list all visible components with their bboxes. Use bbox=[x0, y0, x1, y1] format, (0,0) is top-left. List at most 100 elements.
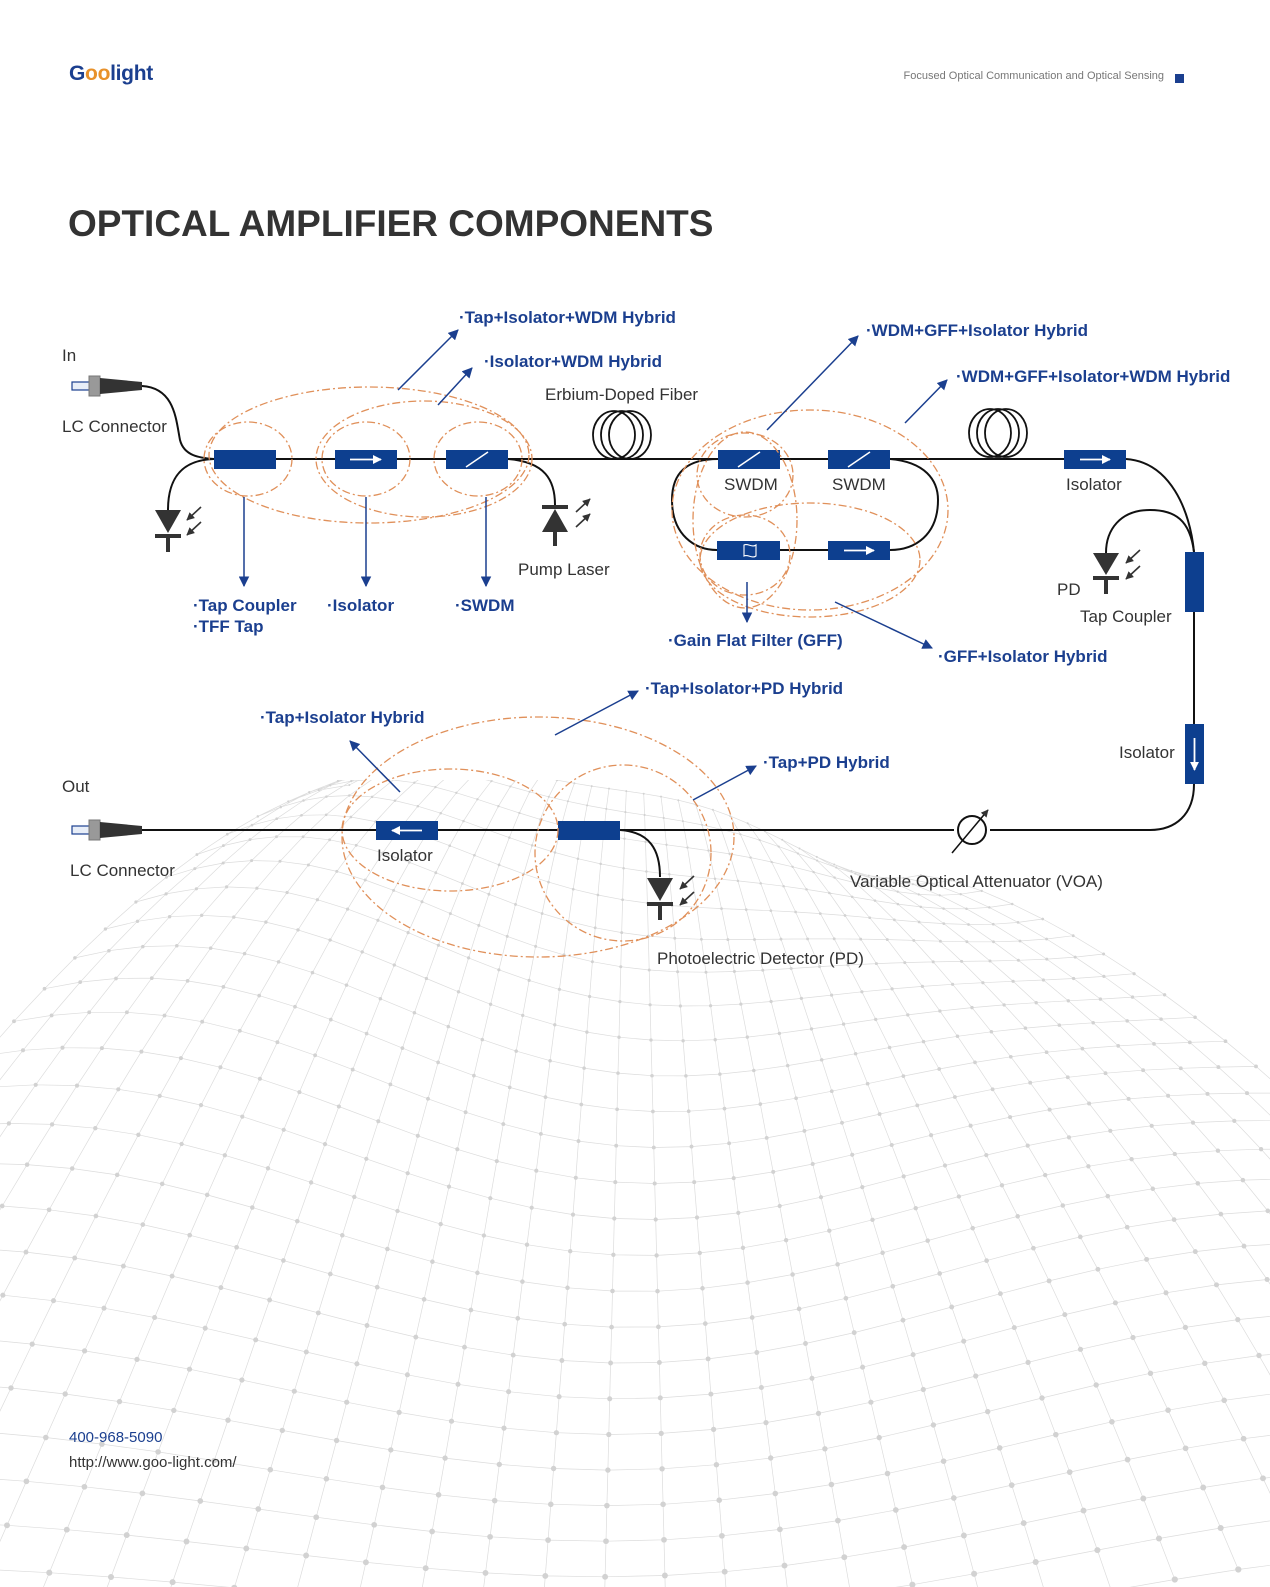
mesh-dot bbox=[955, 1034, 960, 1039]
mesh-dot bbox=[1103, 1071, 1108, 1076]
mesh-dot bbox=[576, 1139, 581, 1144]
mesh-dot bbox=[415, 1133, 420, 1138]
mesh-dot bbox=[896, 890, 899, 893]
pd-right-label: PD bbox=[1057, 580, 1081, 599]
mesh-dot bbox=[566, 800, 569, 803]
mesh-dot bbox=[424, 976, 429, 981]
mesh-dot bbox=[420, 900, 424, 904]
mesh-dot bbox=[694, 1215, 700, 1220]
mesh-dot bbox=[917, 893, 920, 896]
voa-icon bbox=[951, 809, 989, 854]
mesh-dot bbox=[785, 1063, 790, 1068]
mesh-dot bbox=[850, 895, 854, 899]
mesh-dot bbox=[1223, 1039, 1228, 1044]
mesh-dot bbox=[293, 1004, 297, 1009]
mesh-dot bbox=[6, 1121, 12, 1126]
mesh-dot bbox=[1010, 902, 1014, 906]
mesh-dot bbox=[1221, 1397, 1227, 1404]
mesh-dot bbox=[1241, 1243, 1247, 1249]
mesh-dot bbox=[276, 960, 281, 964]
swdm-1-box bbox=[718, 450, 780, 469]
mesh-dot bbox=[758, 1384, 764, 1391]
mesh-dot bbox=[300, 813, 303, 817]
mesh-dot bbox=[255, 1506, 262, 1512]
mesh-dot bbox=[99, 1441, 105, 1447]
mesh-dot bbox=[777, 1526, 783, 1533]
mesh-dot bbox=[296, 928, 300, 932]
mesh-dot bbox=[308, 1180, 314, 1185]
mesh-dot bbox=[652, 1181, 657, 1186]
mesh-dot bbox=[938, 1009, 942, 1013]
mesh-dot bbox=[1045, 957, 1049, 961]
mesh-dot bbox=[472, 1073, 476, 1078]
mesh-dot bbox=[873, 877, 876, 880]
tagline-square-icon bbox=[1175, 74, 1184, 83]
mesh-dot bbox=[668, 873, 671, 876]
mesh-dot bbox=[810, 1161, 815, 1167]
mesh-dot bbox=[841, 1554, 848, 1561]
swdm-box bbox=[446, 450, 508, 469]
mesh-dot bbox=[818, 912, 822, 915]
mesh-dot bbox=[501, 1425, 507, 1431]
mesh-dot bbox=[313, 1514, 320, 1521]
mesh-dot bbox=[379, 1484, 386, 1491]
mesh-dot bbox=[542, 1572, 549, 1579]
mesh-dot bbox=[913, 1206, 918, 1211]
mesh-dot bbox=[1202, 1360, 1208, 1366]
mesh-dot bbox=[1141, 1068, 1146, 1073]
mesh-dot bbox=[806, 937, 810, 941]
mesh-dot bbox=[835, 1262, 840, 1267]
mesh-dot bbox=[1162, 993, 1167, 997]
mesh-dot bbox=[1147, 1370, 1154, 1376]
mesh-dot bbox=[487, 892, 491, 896]
mesh-dot bbox=[116, 1398, 123, 1405]
mesh-dot bbox=[665, 843, 668, 846]
mesh-dot bbox=[727, 1141, 732, 1146]
mesh-dot bbox=[961, 1338, 967, 1344]
mesh-dot bbox=[135, 919, 140, 923]
goolight-logo[interactable]: Goolight bbox=[69, 62, 153, 86]
mesh-dot bbox=[874, 1017, 878, 1022]
mesh-dot bbox=[310, 970, 315, 975]
tap-coupler-box bbox=[214, 450, 276, 469]
mesh-dot bbox=[990, 1087, 995, 1092]
mesh-dot bbox=[250, 823, 254, 827]
mesh-dot bbox=[1047, 1107, 1052, 1112]
mesh-dot bbox=[482, 1569, 489, 1576]
mesh-dot bbox=[562, 1321, 568, 1327]
mesh-dot bbox=[49, 1122, 55, 1127]
footer-phone[interactable]: 400-968-5090 bbox=[69, 1429, 163, 1446]
mesh-dot bbox=[528, 790, 531, 793]
mesh-dot bbox=[1002, 1003, 1006, 1007]
mesh-dot bbox=[1011, 1325, 1017, 1331]
mesh-dot bbox=[400, 1046, 405, 1050]
mesh-dot bbox=[198, 1103, 204, 1108]
mesh-dot bbox=[473, 853, 476, 857]
mesh-dot bbox=[1016, 958, 1020, 962]
mesh-dot bbox=[327, 1271, 333, 1277]
mesh-dot bbox=[267, 1466, 274, 1473]
isolator-right-box bbox=[1064, 450, 1126, 469]
mesh-dot bbox=[942, 922, 946, 925]
amplifier-diagram: In LC Connector Erbium-Doped Fiber Pump … bbox=[62, 308, 1230, 968]
mesh-dot bbox=[1172, 1151, 1177, 1157]
mesh-dot bbox=[33, 1082, 38, 1087]
footer-website-link[interactable]: http://www.goo-light.com/ bbox=[69, 1454, 237, 1471]
mesh-dot bbox=[758, 1102, 763, 1106]
mesh-dot bbox=[388, 1447, 394, 1453]
mesh-dot bbox=[950, 1495, 957, 1501]
mesh-dot bbox=[896, 902, 900, 906]
mesh-dot bbox=[651, 1109, 655, 1114]
mesh-dot bbox=[42, 986, 47, 991]
mesh-dot bbox=[661, 1536, 667, 1543]
mesh-dot bbox=[439, 811, 442, 815]
mesh-dot bbox=[892, 881, 895, 884]
mesh-dot bbox=[0, 1203, 5, 1209]
mesh-dot bbox=[1264, 1276, 1270, 1283]
mesh-dot bbox=[23, 1249, 29, 1255]
mesh-dot bbox=[462, 1344, 467, 1350]
mesh-dot bbox=[1023, 1026, 1028, 1030]
mesh-dot bbox=[1195, 1181, 1201, 1186]
mesh-dot bbox=[476, 798, 479, 801]
mesh-dot bbox=[973, 1373, 979, 1379]
